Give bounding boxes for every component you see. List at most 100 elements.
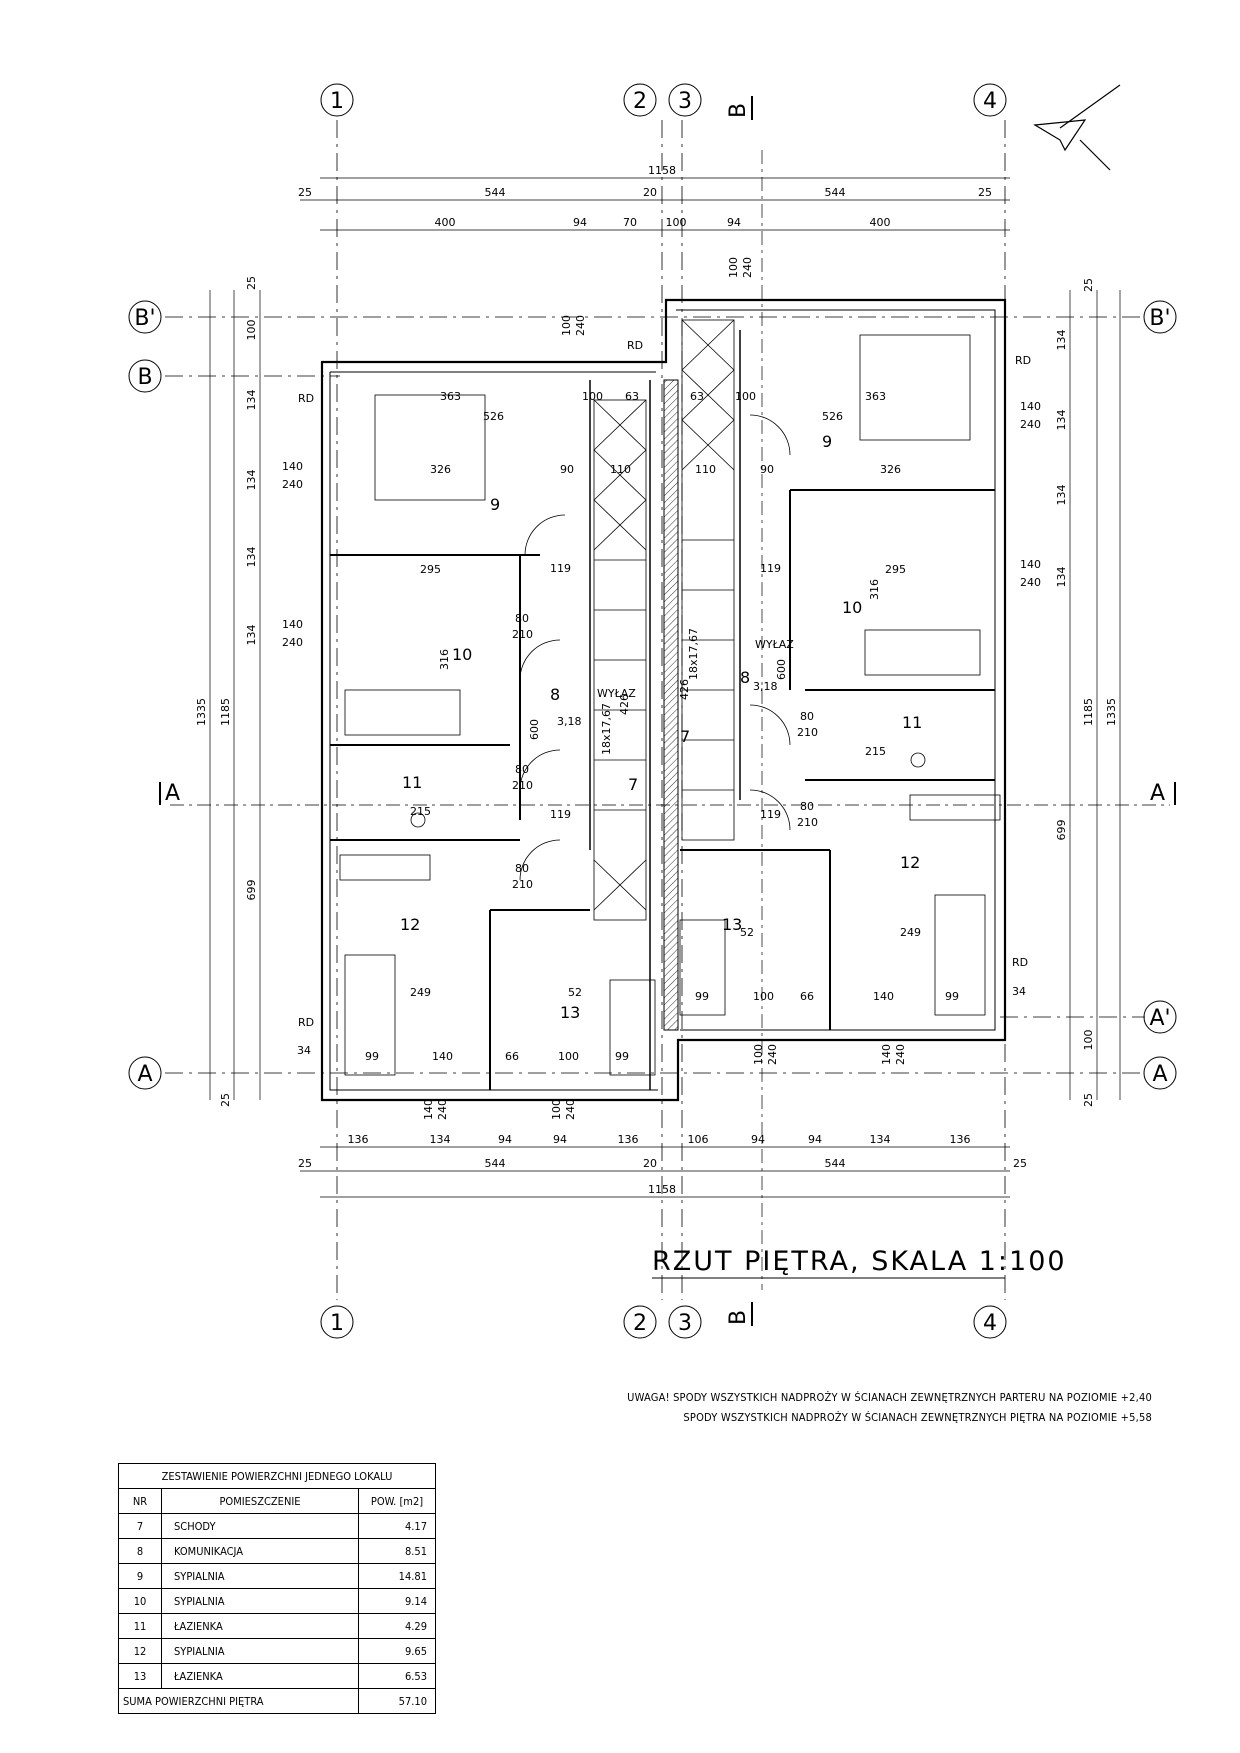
inner-dim-140-a: 140	[432, 1050, 453, 1063]
row-name: ŁAZIENKA	[161, 1613, 359, 1639]
window-dim-140-b: 140	[282, 618, 303, 631]
grid-bubble-b-prime-right: B'	[1143, 300, 1177, 334]
dim-left-134-d: 134	[245, 625, 258, 646]
bed-room-12-right	[934, 894, 986, 1016]
window-dim-240-f: 240	[741, 257, 754, 278]
rd-label-4: RD	[298, 1016, 314, 1029]
svg-text:A: A	[1152, 1062, 1167, 1087]
grid-bubble-2-bottom: 2	[623, 1305, 657, 1339]
window-dim-240-h: 240	[564, 1099, 577, 1120]
inner-dim-100-c: 100	[753, 990, 774, 1003]
row-name: KOMUNIKACJA	[161, 1538, 359, 1564]
dim-top-100: 100	[666, 216, 687, 229]
svg-text:A: A	[137, 1062, 152, 1087]
row-area: 9.14	[358, 1588, 436, 1614]
inner-dim-249-left: 249	[410, 986, 431, 999]
grid-bubble-1-bottom: 1	[320, 1305, 354, 1339]
dim-bottom-94-d: 94	[808, 1133, 822, 1146]
bed-room-9-right	[859, 334, 971, 441]
wardrobe-left	[339, 854, 431, 881]
door-dim-210-c: 210	[512, 878, 533, 891]
dim-top-400-left: 400	[435, 216, 456, 229]
building-walls	[320, 298, 1007, 1102]
room-9-right: 9	[822, 432, 832, 451]
dim-left-1335: 1335	[195, 698, 208, 726]
inner-dim-34-b: 34	[1012, 985, 1026, 998]
window-dim-100-b: 100	[727, 257, 740, 278]
dim-bottom-94-b: 94	[553, 1133, 567, 1146]
row-nr: 11	[118, 1613, 162, 1639]
rd-label-5: RD	[1012, 956, 1028, 969]
inner-dim-99-a: 99	[365, 1050, 379, 1063]
dim-bottom-106: 106	[688, 1133, 709, 1146]
dim-bottom-544-left: 544	[485, 1157, 506, 1170]
dim-top-94-left: 94	[573, 216, 587, 229]
stairs-left	[593, 399, 647, 921]
inner-dim-119-left: 119	[550, 562, 571, 575]
inner-dim-63-left: 63	[625, 390, 639, 403]
dim-bottom-134-a: 134	[430, 1133, 451, 1146]
dim-top-25-left: 25	[298, 186, 312, 199]
inner-dim-119-c: 119	[760, 808, 781, 821]
door-dim-80-a: 80	[515, 612, 529, 625]
bed-room-10-right	[864, 629, 981, 676]
dim-right-134-d: 134	[1055, 567, 1068, 588]
stairs-label-right: 18x17,67	[687, 628, 700, 680]
room-8-left: 8	[550, 685, 560, 704]
dim-right-134-c: 134	[1055, 485, 1068, 506]
inner-dim-249-right: 249	[900, 926, 921, 939]
bed-room-10-left	[344, 689, 461, 736]
exit-label-right: WYŁAZ	[755, 638, 794, 651]
window-dim-140-a: 140	[282, 460, 303, 473]
drawing-title: RZUT PIĘTRA, SKALA 1:100	[652, 1246, 1067, 1277]
dim-right-1185: 1185	[1082, 698, 1095, 726]
inner-dim-110-left: 110	[610, 463, 631, 476]
window-dim-100-a: 100	[560, 315, 573, 336]
window-dim-240-b: 240	[282, 636, 303, 649]
bathtub-right	[679, 919, 726, 1016]
wardrobe-right	[909, 794, 1001, 821]
sum-label: SUMA POWIERZCHNI PIĘTRA	[118, 1688, 359, 1714]
dim-left-134-c: 134	[245, 547, 258, 568]
stair-len-right: 426	[678, 679, 691, 700]
window-dim-240-g: 240	[436, 1099, 449, 1120]
inner-dim-295-left: 295	[420, 563, 441, 576]
inner-dim-100-right: 100	[735, 390, 756, 403]
dim-bottom-25-left: 25	[298, 1157, 312, 1170]
dim-bottom-94-c: 94	[751, 1133, 765, 1146]
inner-dim-99-b: 99	[615, 1050, 629, 1063]
grid-bubble-a-right: A	[1143, 1056, 1177, 1090]
door-dim-210-a: 210	[512, 628, 533, 641]
dim-bottom-544-right: 544	[825, 1157, 846, 1170]
svg-text:4: 4	[983, 89, 997, 114]
inner-dim-100-b: 100	[558, 1050, 579, 1063]
section-label-b-bottom: B	[726, 1310, 751, 1325]
toilet-left-icon	[410, 812, 426, 828]
dim-top-94-right: 94	[727, 216, 741, 229]
dim-left-1185: 1185	[219, 698, 232, 726]
door-dim-80-e: 80	[800, 800, 814, 813]
grid-bubble-a-left: A	[128, 1056, 162, 1090]
note-line-2: SPODY WSZYSTKICH NADPROŻY W ŚCIANACH ZEW…	[683, 1411, 1152, 1424]
window-dim-140-c: 140	[1020, 400, 1041, 413]
inner-dim-326-left: 326	[430, 463, 451, 476]
row-name: SYPIALNIA	[161, 1588, 359, 1614]
dim-bottom-25-right: 25	[1013, 1157, 1027, 1170]
dimension-lines-sides	[209, 290, 1121, 1100]
rd-label-1: RD	[298, 392, 314, 405]
row-name: ŁAZIENKA	[161, 1663, 359, 1689]
row-area: 8.51	[358, 1538, 436, 1564]
inner-dim-66-a: 66	[505, 1050, 519, 1063]
table-row: 10 SYPIALNIA 9.14	[118, 1588, 436, 1614]
window-dim-240-c: 240	[1020, 418, 1041, 431]
table-row: 12 SYPIALNIA 9.65	[118, 1638, 436, 1664]
room-13-left: 13	[560, 1003, 580, 1022]
grid-bubble-2-top: 2	[623, 83, 657, 117]
window-dim-240-j: 240	[894, 1044, 907, 1065]
table-row: 7 SCHODY 4.17	[118, 1513, 436, 1539]
area-table: ZESTAWIENIE POWIERZCHNI JEDNEGO LOKALU N…	[118, 1463, 436, 1714]
window-dim-240-i: 240	[766, 1044, 779, 1065]
row-name: SCHODY	[161, 1513, 359, 1539]
stairs-label-left: 18x17,67	[600, 703, 613, 755]
window-dim-240-d: 240	[1020, 576, 1041, 589]
